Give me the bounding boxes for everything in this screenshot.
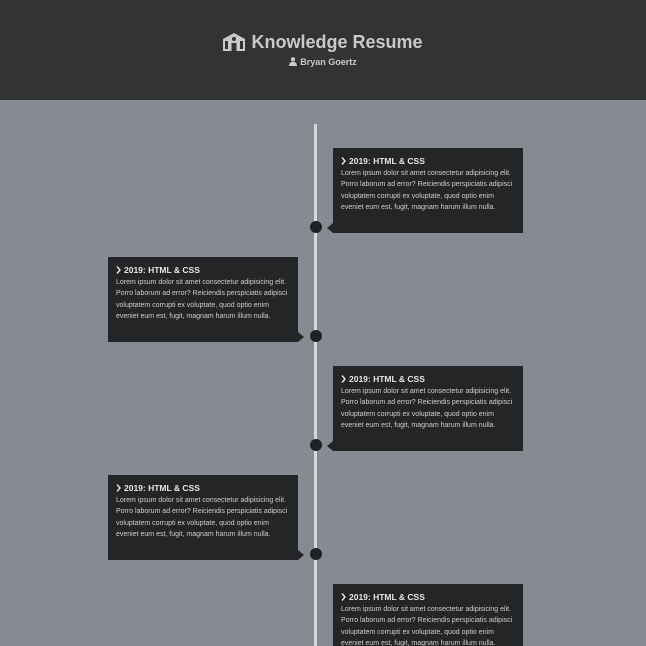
card-pointer xyxy=(327,441,333,451)
card-title-text: 2019: HTML & CSS xyxy=(349,592,425,602)
card-title-text: 2019: HTML & CSS xyxy=(124,483,200,493)
card-title: 2019: HTML & CSS xyxy=(341,155,515,167)
card-text: Lorem ipsum dolor sit amet consectetur a… xyxy=(341,170,513,211)
card-pointer xyxy=(298,332,304,342)
timeline-dot xyxy=(310,221,322,233)
card-title: 2019: HTML & CSS xyxy=(116,264,290,276)
card-title-text: 2019: HTML & CSS xyxy=(349,374,425,384)
timeline-dot xyxy=(310,548,322,560)
card-pointer xyxy=(298,550,304,560)
timeline-card: 2019: HTML & CSS Lorem ipsum dolor sit a… xyxy=(327,366,523,451)
timeline-card: 2019: HTML & CSS Lorem ipsum dolor sit a… xyxy=(108,257,304,342)
card-pointer xyxy=(327,223,333,233)
timeline-card: 2019: HTML & CSS Lorem ipsum dolor sit a… xyxy=(333,584,523,646)
card-title: 2019: HTML & CSS xyxy=(341,373,515,385)
chevron-right-icon xyxy=(341,592,346,604)
author-row: Bryan Goertz xyxy=(0,57,646,68)
timeline-line xyxy=(314,124,317,646)
timeline-dot xyxy=(310,439,322,451)
user-icon xyxy=(289,57,298,68)
page-title: Knowledge Resume xyxy=(251,32,423,52)
school-icon xyxy=(223,33,246,56)
author-name: Bryan Goertz xyxy=(300,57,357,67)
card-title: 2019: HTML & CSS xyxy=(341,591,515,603)
card-text: Lorem ipsum dolor sit amet consectetur a… xyxy=(116,497,288,538)
chevron-right-icon xyxy=(116,483,121,495)
title-row: Knowledge Resume xyxy=(0,32,646,56)
chevron-right-icon xyxy=(116,265,121,277)
card-title-text: 2019: HTML & CSS xyxy=(124,265,200,275)
timeline-card: 2019: HTML & CSS Lorem ipsum dolor sit a… xyxy=(108,475,304,560)
chevron-right-icon xyxy=(341,374,346,386)
card-title: 2019: HTML & CSS xyxy=(116,482,290,494)
timeline-card: 2019: HTML & CSS Lorem ipsum dolor sit a… xyxy=(327,148,523,233)
card-text: Lorem ipsum dolor sit amet consectetur a… xyxy=(116,279,288,320)
page-header: Knowledge Resume Bryan Goertz xyxy=(0,0,646,100)
timeline-dot xyxy=(310,330,322,342)
card-title-text: 2019: HTML & CSS xyxy=(349,156,425,166)
card-text: Lorem ipsum dolor sit amet consectetur a… xyxy=(341,388,513,429)
chevron-right-icon xyxy=(341,156,346,168)
card-text: Lorem ipsum dolor sit amet consectetur a… xyxy=(341,606,513,646)
